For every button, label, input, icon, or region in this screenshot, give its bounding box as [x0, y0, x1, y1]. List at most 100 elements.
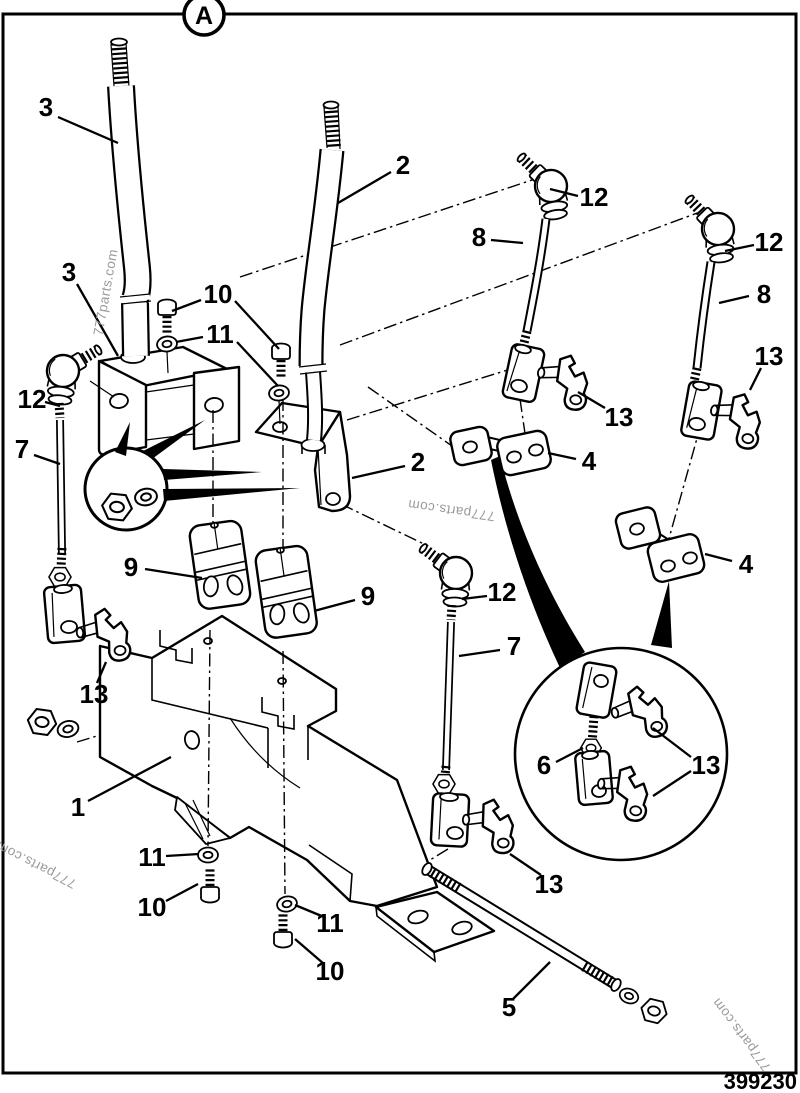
callout-label: 13: [535, 869, 564, 899]
center-line: [76, 719, 151, 743]
callout-label: 6: [537, 750, 551, 780]
leader-line: [76, 283, 119, 357]
pointer-arrow: [163, 488, 300, 501]
part-5-rod: [421, 862, 622, 992]
detail-circle-nut-washer: [83, 420, 300, 532]
part-3-lever: [107, 37, 152, 357]
leader-line: [44, 400, 61, 408]
part-9-clamp-left: [188, 519, 252, 610]
center-line: [367, 386, 463, 454]
part-3-lever-bracket: [97, 345, 241, 456]
center-lines-bracket: [207, 629, 286, 895]
part-8-link-a: [501, 150, 574, 404]
callout-label: 13: [80, 679, 109, 709]
callout-label: 13: [755, 341, 784, 371]
leader-line: [175, 335, 204, 344]
callout-label: 12: [755, 227, 784, 257]
callout-label: 8: [472, 222, 486, 252]
leader-line: [555, 746, 584, 764]
assembly-line: [278, 399, 281, 425]
center-line: [346, 367, 515, 421]
callout-label: 12: [580, 182, 609, 212]
detail-circle-turnbuckle: [491, 456, 729, 862]
bracket-hole: [109, 393, 129, 409]
leader-lines: [33, 115, 763, 1000]
base-plate-hole: [407, 909, 429, 925]
part-4-pin-b: [614, 506, 706, 583]
bracket-hole: [325, 492, 341, 506]
section-marker-label: A: [195, 2, 213, 30]
callout-label: 10: [138, 892, 167, 922]
leader-line: [704, 552, 733, 563]
leader-line: [652, 727, 692, 758]
part-4-pin-a: [449, 425, 552, 477]
leader-line: [748, 367, 763, 391]
assembly-line: [166, 351, 169, 374]
center-line: [207, 629, 211, 847]
callout-label: 3: [39, 92, 53, 122]
drawing-number: 399230: [724, 1069, 797, 1093]
callout-label: 7: [15, 434, 29, 464]
part-2-lever: [298, 100, 345, 441]
leader-line: [165, 852, 200, 858]
bracket-base-plate: [374, 890, 496, 954]
leader-line: [33, 453, 61, 466]
leader-line: [458, 648, 501, 658]
callout-label: 2: [411, 447, 425, 477]
part-9-clamp-right: [254, 544, 318, 639]
center-line: [239, 178, 536, 278]
leader-line: [87, 755, 172, 803]
bracket-stud-hole: [203, 637, 213, 645]
callout-label: 12: [18, 384, 47, 414]
leader-line: [294, 903, 325, 919]
leader-line: [165, 882, 199, 903]
callout-labels: 3 2 3 10 11 12 8 12 8 13 13 4 4 12 7 12 …: [15, 92, 784, 1022]
leader-line: [718, 294, 750, 305]
lever-thread: [324, 105, 341, 149]
leader-line: [57, 115, 119, 145]
leader-line: [171, 298, 202, 313]
leader-line: [461, 594, 488, 601]
leader-line: [547, 451, 577, 461]
leader-line: [294, 938, 325, 965]
pointer-swoosh: [491, 456, 585, 668]
callout-label: 10: [204, 279, 233, 309]
callout-label: 11: [138, 842, 166, 872]
part-11-washer-c: [197, 846, 219, 864]
callout-label: 5: [502, 992, 516, 1022]
center-line: [339, 211, 701, 346]
pointer-arrow: [115, 422, 130, 456]
pointer-arrow: [143, 420, 205, 459]
callout-label: 8: [757, 279, 771, 309]
callout-label: 9: [124, 552, 138, 582]
callout-label: 10: [316, 956, 345, 986]
callout-label: 11: [206, 319, 234, 349]
bracket-hole: [204, 397, 224, 413]
pointer-arrow: [163, 469, 262, 480]
part-1-main-bracket: [98, 614, 496, 963]
part-7-link-centre: [416, 540, 474, 848]
center-line: [340, 503, 429, 547]
leader-line: [577, 391, 606, 409]
pointer-arrow: [651, 581, 672, 648]
leader-line: [313, 598, 356, 613]
leader-line: [95, 661, 108, 684]
bracket-hole: [184, 730, 200, 750]
callout-label: 12: [488, 577, 517, 607]
callout-label: 4: [582, 446, 597, 476]
lever-boss: [300, 438, 326, 452]
callout-label: 9: [361, 581, 375, 611]
part-8-link-b: [680, 192, 740, 441]
leader-line: [351, 464, 406, 480]
callout-label: 2: [396, 150, 410, 180]
callout-label: 13: [605, 402, 634, 432]
callout-label: 1: [71, 792, 85, 822]
leader-line: [549, 187, 579, 198]
leader-line: [652, 770, 692, 797]
leader-line: [144, 567, 203, 580]
leader-line: [724, 243, 755, 253]
leader-line: [512, 961, 551, 1000]
leader-line: [337, 171, 392, 204]
